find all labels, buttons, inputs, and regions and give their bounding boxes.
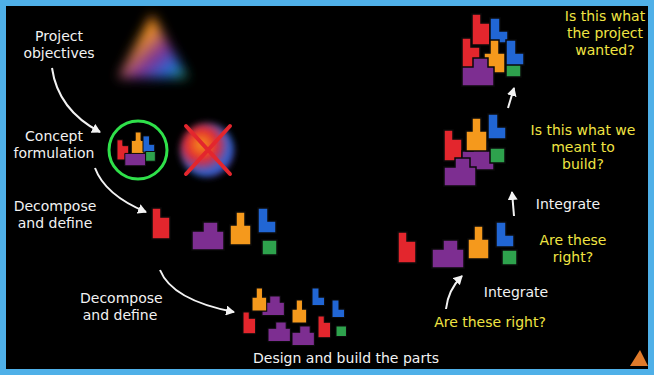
step-label: Integrate — [526, 196, 610, 213]
step-label: Project objectives — [18, 28, 100, 62]
review-question: Are these right? — [420, 314, 560, 331]
review-question: Are these right? — [533, 232, 613, 266]
step-label: Integrate — [476, 284, 556, 301]
step-label: Decompose and define — [80, 290, 160, 324]
review-question: Is this what we meant to build? — [530, 122, 636, 172]
step-label: Design and build the parts — [236, 350, 456, 367]
step-label: Concept formulation — [10, 128, 98, 162]
review-question: Is this what the project wanted? — [563, 8, 647, 58]
step-label: Decompose and define — [12, 198, 98, 232]
